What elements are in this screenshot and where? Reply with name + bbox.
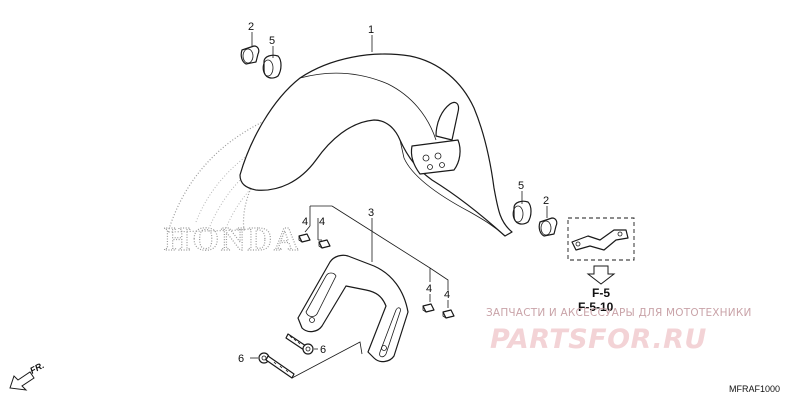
clip-nut-part-4-d xyxy=(442,309,455,319)
fender-stay-bracket xyxy=(297,254,409,363)
grommet-part-5-top xyxy=(262,54,282,79)
callout-6-b: 6 xyxy=(238,353,244,365)
bolt-part-6-a xyxy=(285,333,314,355)
reference-f5: F-5 xyxy=(592,286,610,300)
collar-part-2-right xyxy=(538,217,558,237)
shop-watermark-logo: PARTSFOR.RU xyxy=(490,324,707,355)
clip-nut-part-4-c xyxy=(422,303,435,313)
front-fender xyxy=(239,53,513,237)
honda-wordmark-watermark: HONDA xyxy=(164,221,301,258)
bolt-part-6-b xyxy=(258,352,295,379)
grommet-part-5-right xyxy=(512,200,532,225)
callout-4-b: 4 xyxy=(319,216,325,228)
callout-3: 3 xyxy=(368,207,374,219)
reference-box xyxy=(567,217,635,285)
callout-1: 1 xyxy=(368,24,374,36)
direction-label: FR. xyxy=(28,360,45,376)
leader-lines xyxy=(250,32,548,379)
callout-5-top: 5 xyxy=(269,35,275,47)
callout-2-right: 2 xyxy=(543,195,549,207)
callout-6-a: 6 xyxy=(320,344,326,356)
clip-nut-part-4-b xyxy=(318,239,331,249)
reference-f5-10: F-5-10 xyxy=(578,300,614,314)
callout-4-d: 4 xyxy=(444,289,450,301)
front-direction-arrow-icon xyxy=(9,371,35,391)
callout-5-right: 5 xyxy=(518,180,524,192)
callout-2-top: 2 xyxy=(248,21,254,33)
callout-4-a: 4 xyxy=(302,216,308,228)
callout-4-c: 4 xyxy=(426,283,432,295)
shop-watermark-line: ЗАПЧАСТИ И АКСЕССУАРЫ ДЛЯ МОТОТЕХНИКИ xyxy=(486,307,752,319)
diagram-code: MFRAF1000 xyxy=(729,384,780,394)
collar-part-2-top xyxy=(240,45,260,65)
clip-nut-part-4-a xyxy=(298,233,311,243)
